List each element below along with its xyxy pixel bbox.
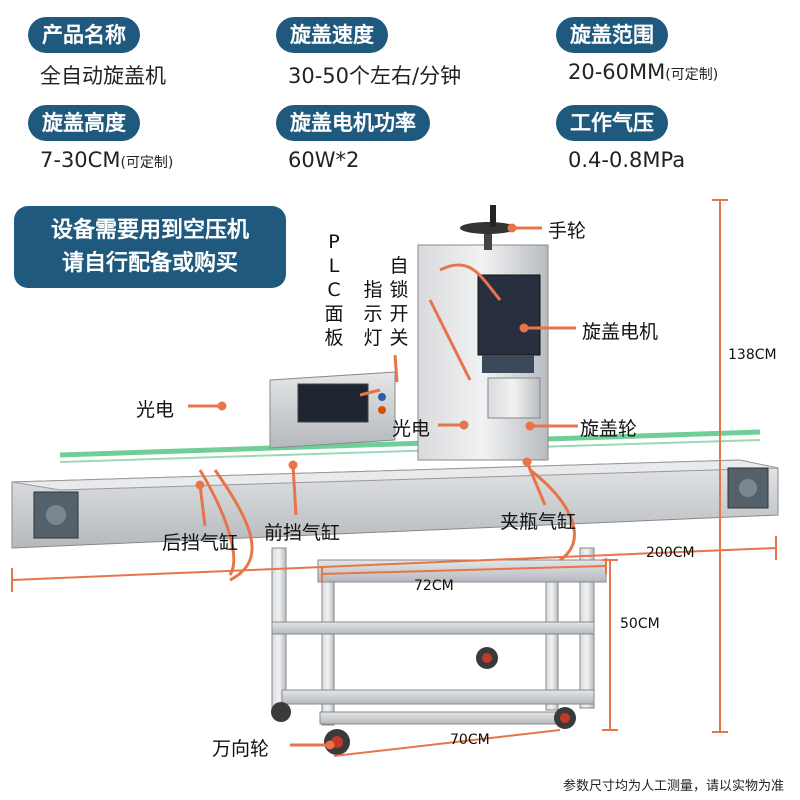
dimension-height-total: 138CM (728, 347, 777, 363)
label-indicator-light: 指示灯 (363, 279, 383, 349)
spec-note: (可定制) (665, 67, 719, 83)
spec-label-motor-power: 旋盖电机功率 (276, 105, 430, 141)
label-rear-stop-cylinder: 后挡气缸 (162, 532, 239, 554)
spec-value-text: 60W*2 (288, 148, 360, 172)
spec-value-product-name: 全自动旋盖机 (40, 60, 166, 90)
spec-value-text: 全自动旋盖机 (40, 64, 166, 88)
spec-value-speed: 30-50个左右/分钟 (288, 60, 461, 90)
spec-value-text: 20-60MM (568, 60, 666, 84)
spec-label-speed: 旋盖速度 (276, 17, 388, 53)
spec-label-height: 旋盖高度 (28, 105, 140, 141)
capping-column (417, 205, 549, 461)
air-tubing (198, 468, 576, 582)
spec-label-product-name: 产品名称 (28, 17, 140, 53)
label-photo-sensor-mid: 光电 (392, 418, 431, 440)
spec-note: (可定制) (120, 155, 174, 171)
label-plc-panel: PLC面板 (324, 231, 344, 349)
spec-label-range: 旋盖范围 (556, 17, 668, 53)
spec-value-range: 20-60MM(可定制) (568, 60, 718, 84)
caster-wheels (271, 647, 576, 755)
notice-line-1: 设备需要用到空压机 (50, 218, 249, 243)
conveyor (11, 429, 779, 549)
dimension-lines (11, 199, 777, 757)
dimension-base-width: 70CM (450, 732, 490, 748)
label-photo-sensor-left: 光电 (136, 399, 175, 421)
label-self-lock-switch: 自锁开关 (389, 255, 409, 349)
air-compressor-notice: 设备需要用到空压机 请自行配备或购买 (14, 206, 286, 288)
notice-line-2: 请自行配备或购买 (61, 251, 238, 276)
dimension-length: 200CM (646, 545, 695, 561)
spec-value-motor-power: 60W*2 (288, 148, 359, 172)
leader-lines (188, 223, 578, 750)
spec-value-text: 30-50个左右/分钟 (288, 64, 462, 88)
label-caster: 万向轮 (212, 738, 270, 760)
dimension-table-width: 72CM (414, 578, 454, 594)
label-front-stop-cylinder: 前挡气缸 (264, 522, 341, 544)
spec-value-text: 0.4-0.8MPa (568, 148, 686, 172)
spec-value-height: 7-30CM(可定制) (40, 148, 173, 172)
label-clamp-cylinder: 夹瓶气缸 (500, 511, 577, 533)
label-capping-motor: 旋盖电机 (582, 321, 659, 343)
spec-label-air-pressure: 工作气压 (556, 105, 668, 141)
spec-value-air-pressure: 0.4-0.8MPa (568, 148, 685, 172)
label-capping-wheel: 旋盖轮 (580, 418, 638, 440)
plc-cabinet (269, 371, 396, 449)
spec-value-text: 7-30CM (40, 148, 121, 172)
label-handwheel: 手轮 (548, 220, 587, 242)
dimension-table-height: 50CM (620, 616, 660, 632)
measurement-footnote: 参数尺寸均为人工测量，请以实物为准 (562, 779, 784, 794)
